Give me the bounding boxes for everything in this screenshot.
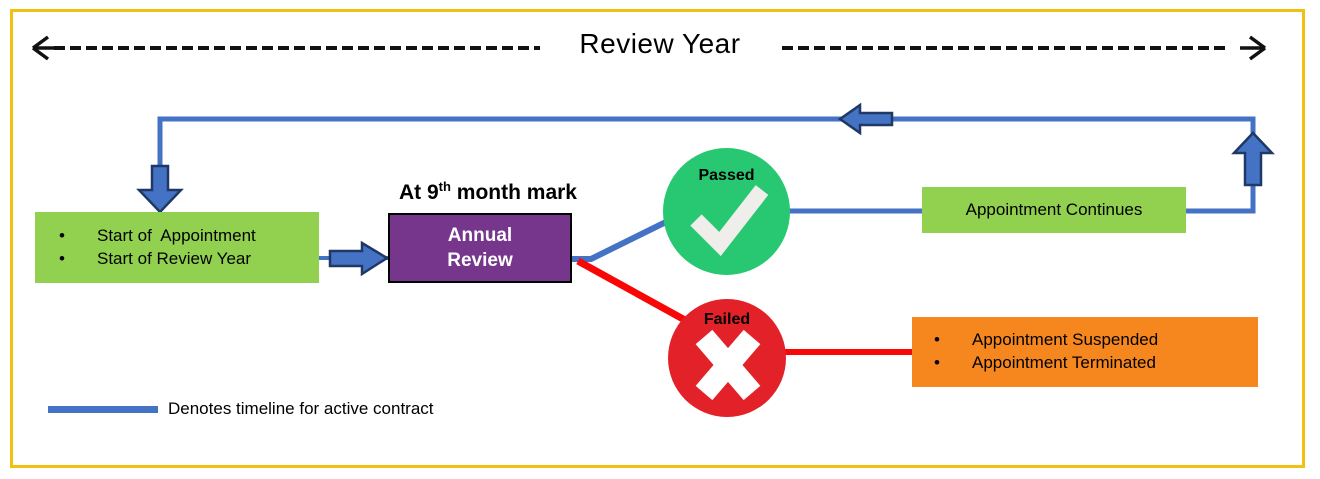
list-item: Appointment Suspended xyxy=(932,328,1258,351)
outcome-item-label: Appointment Terminated xyxy=(972,353,1156,372)
list-item: Start of Appointment xyxy=(57,224,319,247)
up-arrow-icon xyxy=(1231,131,1275,187)
outcomes-box: Appointment Suspended Appointment Termin… xyxy=(912,317,1258,387)
passed-label: Passed xyxy=(698,167,755,184)
cross-icon xyxy=(695,329,761,401)
start-item-label: Start of Appointment xyxy=(97,226,256,245)
legend: Denotes timeline for active contract xyxy=(48,399,434,419)
list-item: Start of Review Year xyxy=(57,247,319,270)
annual-review-line1: Annual xyxy=(447,225,513,246)
checkmark-icon xyxy=(690,185,769,257)
bullet-icon xyxy=(932,351,972,374)
continues-label: Appointment Continues xyxy=(965,200,1143,219)
milestone-prefix: At 9 xyxy=(398,181,439,204)
bullet-icon xyxy=(57,224,97,247)
legend-label: Denotes timeline for active contract xyxy=(168,399,434,418)
page-title: Review Year xyxy=(579,28,741,59)
milestone-label: At 9th month mark xyxy=(368,179,608,205)
milestone-superscript: th xyxy=(438,179,451,194)
continues-box: Appointment Continues xyxy=(922,187,1186,233)
annual-review-box: Annual Review xyxy=(388,213,572,283)
legend-line-swatch xyxy=(48,405,158,413)
down-arrow-icon xyxy=(136,164,184,214)
dashed-timeline-right xyxy=(782,35,1267,61)
list-item: Appointment Terminated xyxy=(932,351,1258,374)
passed-node: Passed xyxy=(663,148,790,275)
left-arrow-icon xyxy=(837,102,894,136)
dashed-timeline-left xyxy=(31,35,540,61)
failed-node: Failed xyxy=(668,299,786,417)
failed-label: Failed xyxy=(703,311,751,328)
annual-review-line2: Review xyxy=(447,250,513,271)
outcome-item-label: Appointment Suspended xyxy=(972,330,1159,349)
milestone-suffix: month mark xyxy=(450,181,577,204)
start-box: Start of Appointment Start of Review Yea… xyxy=(35,212,319,283)
bullet-icon xyxy=(932,328,972,351)
right-arrow-icon xyxy=(328,240,390,277)
bullet-icon xyxy=(57,247,97,270)
start-item-label: Start of Review Year xyxy=(97,249,252,268)
